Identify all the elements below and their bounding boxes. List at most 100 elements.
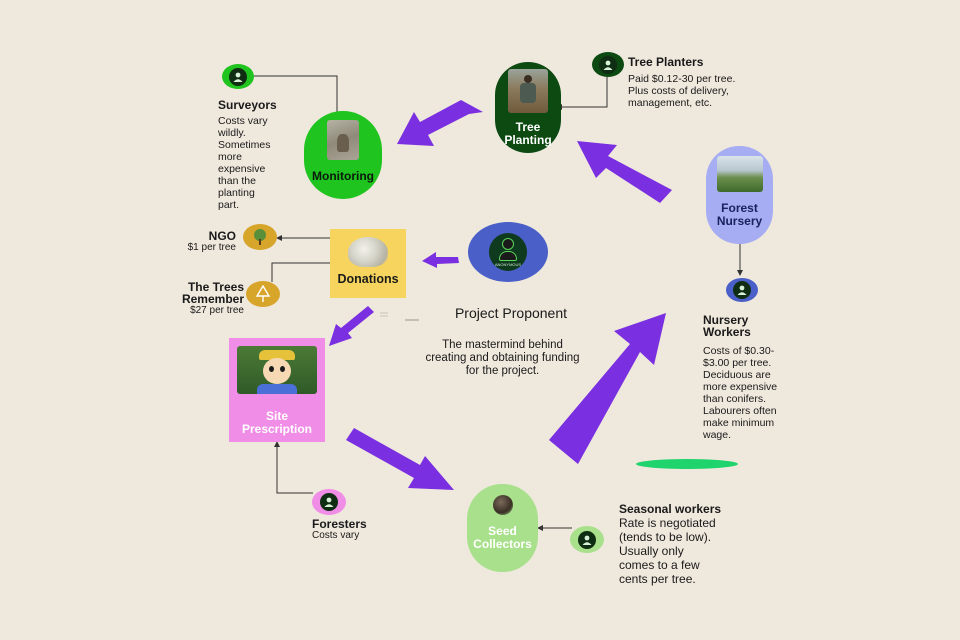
green-bar — [636, 459, 738, 469]
surveyors-badge — [222, 64, 254, 89]
site-prescription-label-1: Site — [265, 409, 288, 423]
project-proponent-desc: The mastermind behind creating and obtai… — [410, 339, 595, 378]
nursery-workers-title-2: Workers — [703, 325, 751, 339]
surveyors-line: wildly. — [218, 127, 246, 139]
arrow-planting-to-monitoring — [397, 100, 483, 146]
arrow-site-to-seed — [346, 428, 454, 490]
ngo-detail: $1 per tree — [187, 242, 236, 253]
person-icon — [324, 497, 334, 507]
tree-planters-title: Tree Planters — [628, 55, 704, 69]
anonymous-logo-text: ANONYMOUS — [494, 261, 522, 267]
tree-planting-photo — [508, 68, 548, 113]
tree-planters-line: Plus costs of delivery, — [628, 85, 729, 97]
tree-planters-badge — [592, 52, 624, 77]
connector-tree-planters — [562, 77, 608, 108]
seasonal-workers-line: Usually only — [619, 544, 684, 558]
nursery-workers-line: make minimum — [703, 417, 775, 429]
monitoring-label: Monitoring — [312, 168, 374, 183]
arrow-nursery-to-planting — [577, 141, 672, 203]
foresters-title: Foresters — [312, 517, 367, 531]
nursery-workers-title-1: Nursery — [703, 313, 749, 327]
site-prescription-node[interactable]: Site Prescription — [229, 338, 325, 442]
arrow-proponent-to-donations — [422, 252, 459, 268]
seasonal-workers-title: Seasonal workers — [619, 502, 722, 516]
surveyors-title: Surveyors — [218, 98, 277, 112]
surveyors-line: part. — [218, 199, 240, 211]
forest-nursery-label-1: Forest — [721, 201, 758, 216]
nursery-workers-line: $3.00 per tree. — [703, 357, 772, 369]
arrow-seed-to-nursery — [549, 313, 666, 464]
surveyors-line: planting — [218, 187, 255, 199]
surveyors-text: Surveyors Costs vary wildly. Sometimes m… — [218, 99, 288, 211]
forest-nursery-photo — [716, 156, 763, 193]
tree-planters-line: Paid $0.12-30 per tree. — [628, 73, 736, 85]
nursery-workers-line: Costs of $0.30- — [703, 345, 775, 357]
surveyors-line: Costs vary — [218, 115, 268, 127]
nursery-workers-line: Labourers often — [703, 405, 777, 417]
seed-collectors-node[interactable]: Seed Collectors — [467, 484, 538, 572]
trees-remember-text: The Trees Remember $27 per tree — [160, 281, 244, 317]
trees-remember-title-2: Remember — [181, 292, 244, 306]
tree-planting-label-1: Tree — [515, 119, 541, 134]
surveyors-line: more — [218, 151, 242, 163]
project-proponent-desc-3: for the project. — [465, 365, 540, 377]
connector-surveyors — [247, 75, 338, 112]
project-proponent-logo[interactable]: ANONYMOUS — [468, 222, 548, 282]
trees-remember-badge — [246, 281, 280, 307]
nursery-workers-line: more expensive — [703, 381, 778, 393]
tree-outline-icon — [255, 285, 271, 302]
nursery-workers-text: Nursery Workers Costs of $0.30- $3.00 pe… — [703, 314, 795, 441]
ngo-title: NGO — [208, 229, 236, 243]
nursery-workers-line: Deciduous are — [703, 369, 771, 381]
person-icon — [603, 60, 613, 70]
tree-planters-line: management, etc. — [628, 97, 713, 109]
seasonal-workers-line: Rate is negotiated — [619, 516, 716, 530]
surveyors-line: Sometimes — [218, 139, 271, 151]
nursery-workers-badge — [726, 278, 758, 302]
person-icon — [582, 535, 592, 545]
tree-planting-node[interactable]: Tree Planting — [495, 62, 561, 153]
seed-photo — [492, 495, 513, 516]
project-proponent-desc-1: The mastermind behind — [442, 339, 563, 351]
foresters-text: Foresters Costs vary — [312, 518, 402, 542]
monitoring-photo — [327, 119, 359, 160]
connector-lines — [241, 73, 743, 531]
foresters-detail: Costs vary — [312, 530, 360, 541]
person-icon — [233, 72, 243, 82]
anonymous-badge: ANONYMOUS — [489, 233, 527, 271]
tree-icon — [254, 229, 266, 245]
ngo-text: NGO $1 per tree — [170, 230, 236, 254]
small-marks — [380, 312, 419, 321]
trees-remember-detail: $27 per tree — [190, 305, 244, 316]
tree-planting-label-2: Planting — [504, 132, 552, 147]
ngo-badge — [243, 224, 277, 250]
nursery-workers-line: than conifers. — [703, 393, 767, 405]
seasonal-workers-badge — [570, 526, 604, 553]
forest-nursery-label-2: Nursery — [716, 214, 763, 228]
tree-planters-text: Tree Planters Paid $0.12-30 per tree. Pl… — [628, 56, 768, 109]
site-prescription-label-2: Prescription — [241, 421, 313, 436]
donations-node[interactable]: Donations — [330, 229, 406, 298]
trees-remember-title-1: The Trees — [187, 280, 244, 294]
site-prescription-avatar — [237, 346, 317, 394]
donations-label: Donations — [337, 271, 399, 286]
monitoring-node[interactable]: Monitoring — [304, 111, 382, 199]
foresters-badge — [312, 489, 346, 515]
project-proponent-title: Project Proponent — [454, 305, 568, 321]
seed-collectors-label-1: Seed — [488, 524, 517, 539]
arrow-donations-to-site — [329, 306, 374, 346]
donations-photo — [348, 236, 388, 267]
connector-trees-remember — [271, 262, 330, 282]
surveyors-line: than the — [218, 175, 256, 187]
seasonal-workers-text: Seasonal workers Rate is negotiated (ten… — [619, 502, 749, 586]
seasonal-workers-line: cents per tree. — [619, 572, 696, 586]
flow-arrows — [329, 100, 672, 490]
seasonal-workers-line: comes to a few — [619, 558, 700, 572]
forest-nursery-node[interactable]: Forest Nursery — [706, 146, 773, 244]
seed-collectors-label-2: Collectors — [473, 537, 532, 551]
project-proponent-desc-2: creating and obtaining funding — [425, 352, 580, 364]
surveyors-line: expensive — [218, 163, 266, 175]
nursery-workers-line: wage. — [703, 429, 732, 441]
